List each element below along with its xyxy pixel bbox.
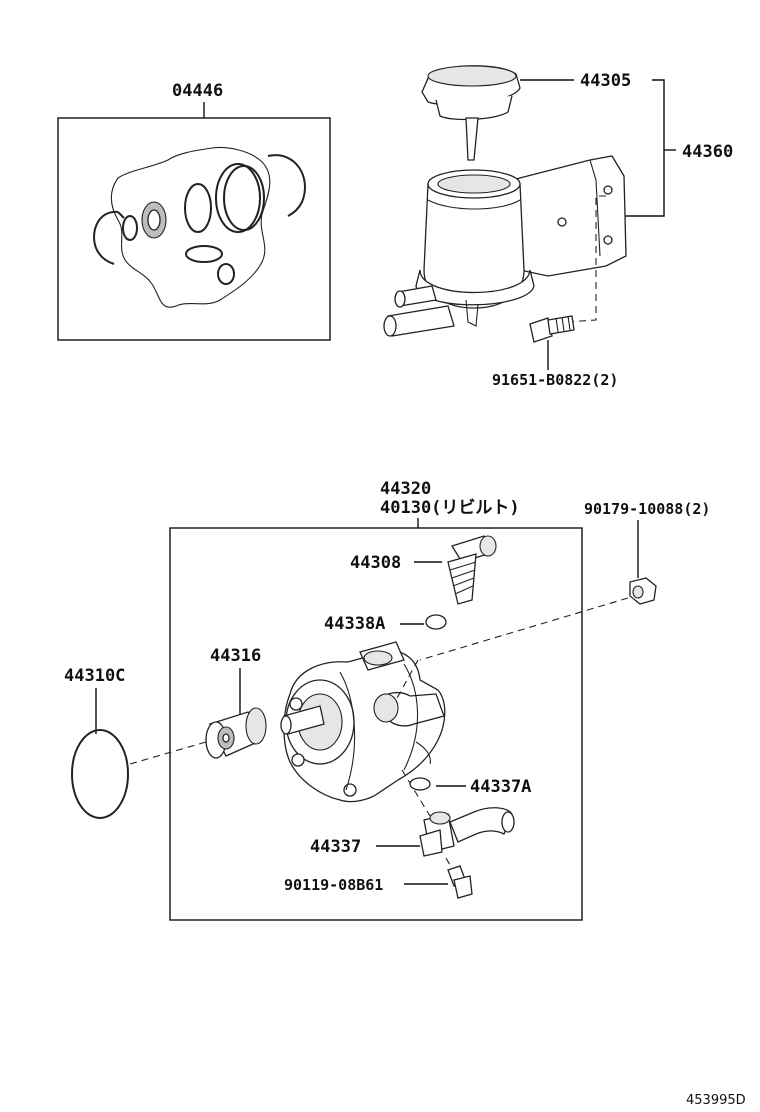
- union-label: 44337: [310, 837, 361, 857]
- o-ring-large: [71, 729, 129, 819]
- cap-label: 44305: [580, 71, 631, 91]
- large-o-ring-inner: [223, 165, 265, 231]
- pulley-label: 44316: [210, 646, 261, 666]
- union-guide-line: [401, 769, 431, 817]
- nut-guide-line: [419, 597, 629, 661]
- o-ring-large-label: 44310C: [64, 666, 125, 686]
- large-o-ring-outer: [215, 163, 261, 233]
- pulley: [205, 707, 267, 759]
- pump-assy-box: [169, 527, 583, 921]
- reservoir-bracket-line: [618, 79, 665, 217]
- o-ring-b-label: 44337A: [470, 777, 531, 797]
- medium-o-ring: [184, 183, 212, 233]
- snap-ring-right: [267, 154, 306, 217]
- o-ring-guide-line: [129, 741, 207, 765]
- reservoir-group: 44305 44360 91651-B0822(2): [383, 65, 733, 389]
- reservoir-bolt: [529, 315, 575, 343]
- pump-body: [280, 641, 446, 803]
- o-ring-a: [425, 614, 447, 630]
- reservoir-outlet-lower: [387, 305, 455, 337]
- mounting-bracket: [511, 155, 627, 277]
- union-bolt-label: 44308: [350, 553, 401, 573]
- union-bolt: [447, 535, 497, 605]
- union-screw: [447, 865, 473, 899]
- bolt-guide-line: [565, 195, 606, 323]
- pump-rebuilt-label: 40130(リビルト): [380, 498, 520, 518]
- gasket-outline: [110, 146, 271, 308]
- union-screw-label: 90119-08B61: [284, 876, 383, 894]
- tiny-o-ring: [217, 263, 235, 285]
- nut-label: 90179-10088(2): [584, 500, 710, 518]
- union-fitting: [419, 807, 515, 857]
- seal-kit-box: [57, 117, 331, 341]
- figure-id: 453995D: [686, 1093, 746, 1108]
- o-ring-a-label: 44338A: [324, 614, 385, 634]
- nut: [629, 577, 657, 605]
- pump-assembly-group: 44320 40130(リビルト) 90179-10088(2) 44308 4…: [64, 479, 710, 921]
- oval-o-ring: [185, 245, 223, 263]
- seal-kit-group: 04446: [57, 81, 331, 341]
- dipstick: [465, 117, 479, 161]
- seal-kit-label: 04446: [172, 81, 223, 101]
- pump-assy-label: 44320: [380, 479, 431, 499]
- snap-ring-left: [93, 210, 119, 265]
- o-ring-b: [409, 777, 431, 791]
- reservoir-label: 44360: [682, 142, 733, 162]
- reservoir-bolt-label: 91651-B0822(2): [492, 371, 618, 389]
- small-o-ring: [122, 215, 138, 241]
